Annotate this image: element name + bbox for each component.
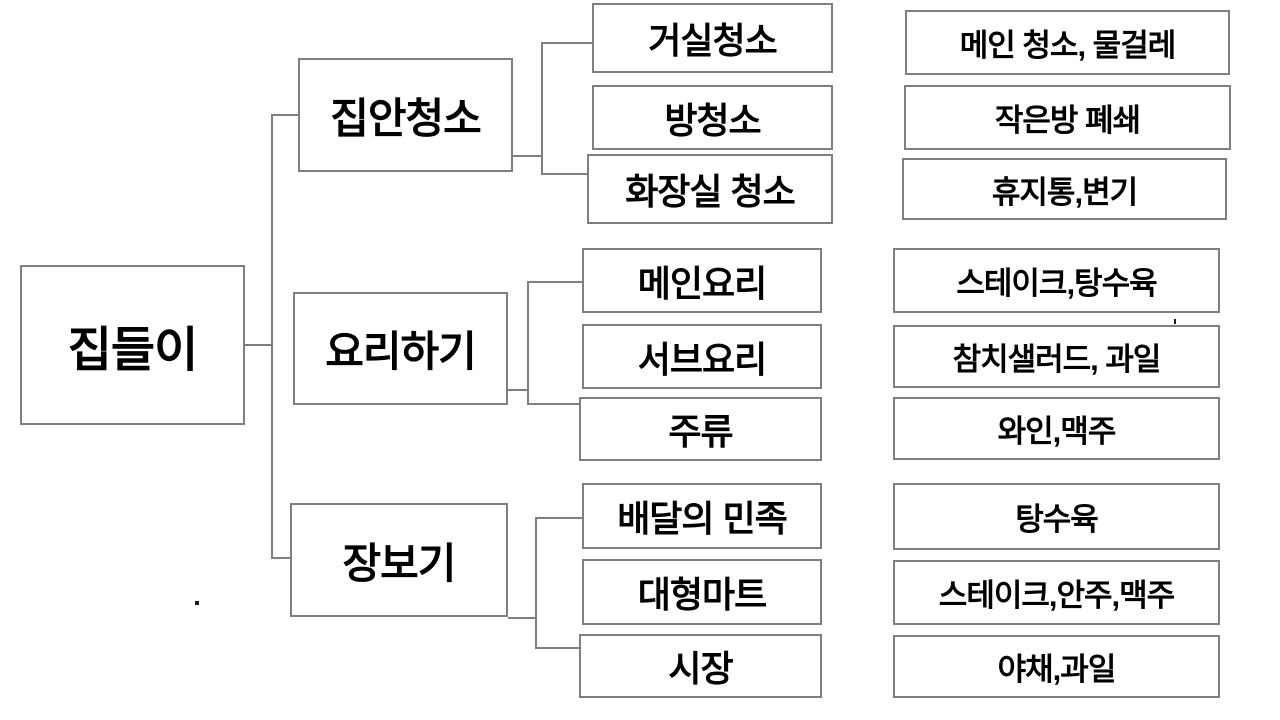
connector-line [535, 517, 582, 519]
stray-dot [1174, 319, 1176, 324]
connector-line [541, 42, 543, 175]
detail-drinks: 와인,맥주 [893, 397, 1220, 460]
connector-line [541, 42, 592, 44]
connector-line [271, 114, 273, 559]
detail-room-cleaning: 작은방 폐쇄 [904, 85, 1231, 150]
detail-hypermarket: 스테이크,안주,맥주 [893, 560, 1220, 625]
branch-cooking: 요리하기 [293, 292, 508, 405]
connector-line [245, 344, 272, 346]
detail-living-room-cleaning: 메인 청소, 물걸레 [905, 10, 1230, 75]
leaf-drinks: 주류 [579, 397, 822, 461]
detail-side-dish: 참치샐러드, 과일 [893, 325, 1220, 388]
connector-line [271, 557, 290, 559]
detail-bathroom-cleaning: 휴지통,변기 [902, 158, 1227, 220]
leaf-living-room-cleaning: 거실청소 [592, 3, 833, 73]
detail-market: 야채,과일 [893, 635, 1220, 698]
connector-line [513, 155, 542, 157]
connector-line [527, 281, 529, 405]
leaf-bathroom-cleaning: 화장실 청소 [587, 154, 833, 224]
connector-line [527, 403, 579, 405]
connector-line [508, 389, 528, 391]
detail-delivery-app: 탕수육 [893, 483, 1220, 550]
connector-line [271, 114, 298, 116]
connector-line [535, 647, 579, 649]
connector-line [541, 173, 587, 175]
connector-line [535, 517, 537, 649]
leaf-delivery-app: 배달의 민족 [582, 483, 822, 549]
detail-main-dish: 스테이크,탕수육 [893, 248, 1220, 313]
root-node: 집들이 [20, 265, 245, 425]
leaf-market: 시장 [579, 634, 822, 698]
leaf-side-dish: 서브요리 [582, 324, 822, 389]
branch-grocery: 장보기 [290, 503, 508, 617]
leaf-main-dish: 메인요리 [582, 248, 822, 313]
connector-line [508, 617, 536, 619]
leaf-hypermarket: 대형마트 [582, 559, 822, 625]
stray-dot [195, 601, 199, 605]
leaf-room-cleaning: 방청소 [592, 85, 833, 150]
connector-line [527, 281, 582, 283]
branch-house-cleaning: 집안청소 [298, 58, 513, 172]
